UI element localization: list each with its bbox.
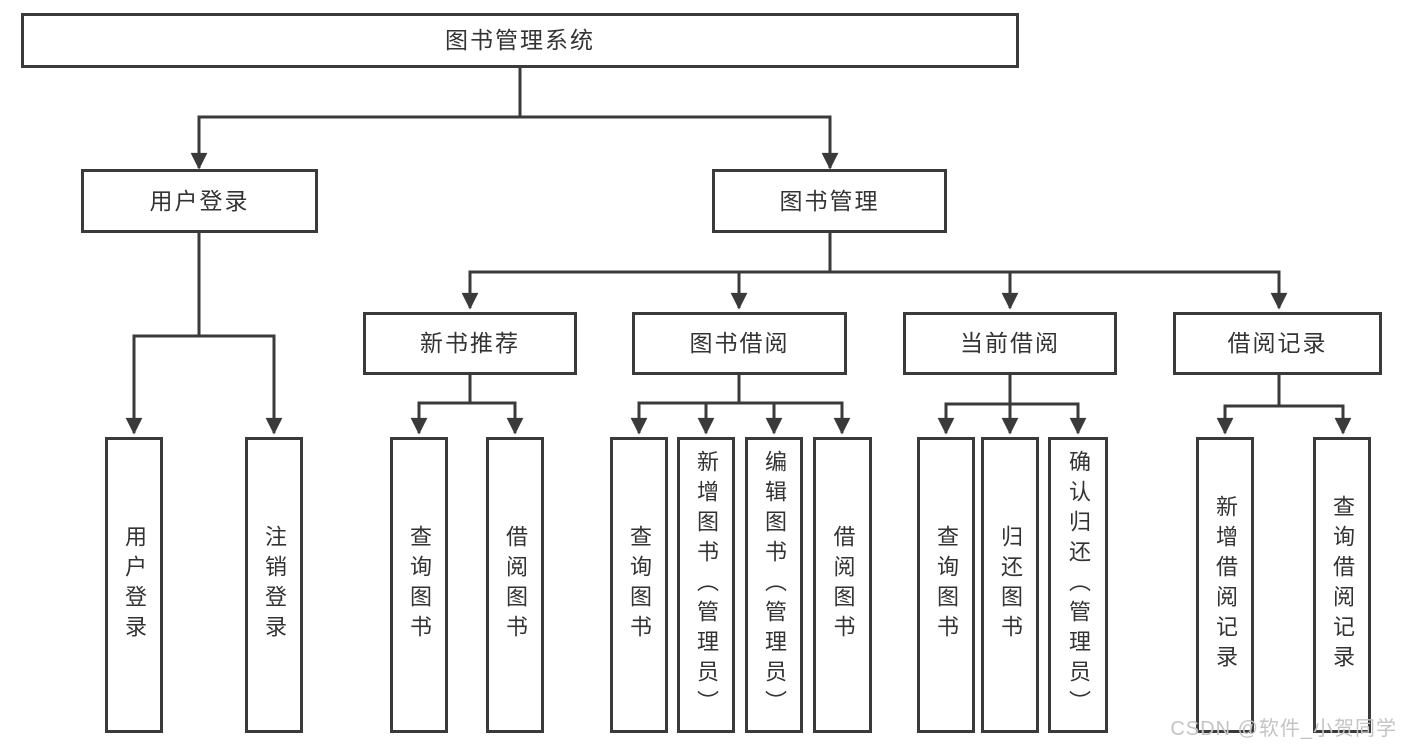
node-root-label: 图书管理系统 [445, 27, 595, 53]
leaf-current-confirm-return-admin: 确认归还（管理员） [1048, 437, 1108, 733]
leaf-newbook-query: 查询图书 [390, 437, 448, 733]
leaf-newbook-borrow: 借阅图书 [486, 437, 544, 733]
node-user-login-label: 用户登录 [149, 187, 250, 214]
node-book-management-branch: 图书管理 [712, 169, 947, 233]
leaf-borrow-query: 查询图书 [610, 437, 668, 733]
leaf-record-add-label: 新增借阅记录 [1213, 495, 1238, 675]
leaf-current-return: 归还图书 [981, 437, 1039, 733]
leaf-record-query-label: 查询借阅记录 [1330, 495, 1355, 675]
leaf-borrow-add-admin-label: 新增图书（管理员） [694, 450, 719, 720]
node-new-book-recommend: 新书推荐 [363, 312, 577, 375]
node-current-borrow: 当前借阅 [903, 312, 1117, 375]
leaf-record-query: 查询借阅记录 [1313, 437, 1371, 733]
leaf-borrow-add-admin: 新增图书（管理员） [677, 437, 735, 733]
leaf-user-logout-label: 注销登录 [262, 525, 287, 645]
leaf-current-return-label: 归还图书 [998, 525, 1023, 645]
node-user-login-branch: 用户登录 [81, 169, 318, 233]
leaf-current-confirm-return-admin-label: 确认归还（管理员） [1066, 450, 1091, 720]
leaf-borrow-edit-admin: 编辑图书（管理员） [745, 437, 803, 733]
leaf-user-logout: 注销登录 [245, 437, 303, 733]
leaf-newbook-borrow-label: 借阅图书 [503, 525, 528, 645]
leaf-borrow-edit-admin-label: 编辑图书（管理员） [762, 450, 787, 720]
node-borrow-record-label: 借阅记录 [1227, 330, 1328, 356]
node-root-system: 图书管理系统 [21, 13, 1019, 68]
leaf-current-query: 查询图书 [917, 437, 975, 733]
node-new-book-recommend-label: 新书推荐 [420, 330, 520, 356]
node-book-borrow: 图书借阅 [632, 312, 847, 375]
leaf-borrow-query-label: 查询图书 [627, 525, 652, 645]
node-book-management-label: 图书管理 [779, 187, 880, 214]
node-current-borrow-label: 当前借阅 [960, 330, 1060, 356]
leaf-newbook-query-label: 查询图书 [407, 525, 432, 645]
leaf-borrow-book-label: 借阅图书 [830, 525, 856, 645]
leaf-current-query-label: 查询图书 [934, 525, 959, 645]
leaf-user-login-label: 用户登录 [122, 525, 147, 645]
node-book-borrow-label: 图书借阅 [689, 330, 790, 356]
csdn-watermark: CSDN @软件_小贺同学 [1170, 718, 1397, 740]
leaf-borrow-book: 借阅图书 [813, 437, 872, 733]
leaf-record-add: 新增借阅记录 [1196, 437, 1254, 733]
leaf-user-login: 用户登录 [105, 437, 163, 733]
node-borrow-record: 借阅记录 [1173, 312, 1382, 375]
